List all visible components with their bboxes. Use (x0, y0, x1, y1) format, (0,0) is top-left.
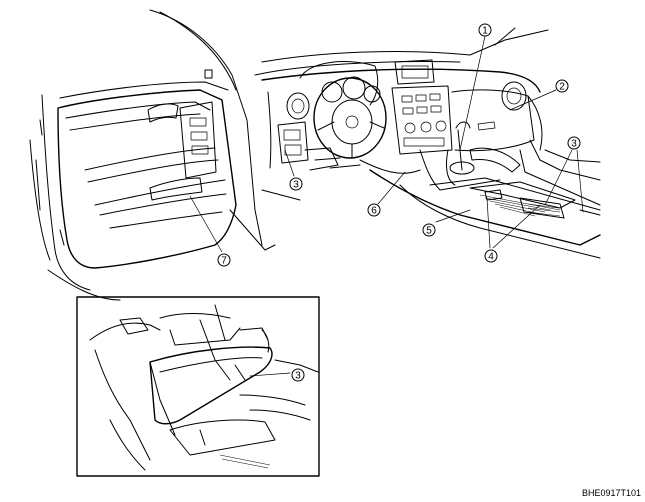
callout-4: 4 (484, 249, 498, 263)
svg-text:3: 3 (571, 139, 577, 150)
svg-text:6: 6 (371, 206, 377, 217)
figure-code: BHE0917T101 (582, 488, 641, 498)
svg-text:5: 5 (426, 226, 432, 237)
callout-3-armrest: 3 (291, 368, 305, 382)
callout-3-knee-panel: 3 (289, 177, 303, 191)
door-panel-drawing (29, 9, 276, 301)
svg-text:1: 1 (482, 26, 488, 37)
callout-7: 7 (217, 253, 231, 267)
svg-text:3: 3 (293, 180, 299, 191)
svg-text:2: 2 (559, 82, 565, 93)
svg-text:7: 7 (221, 256, 227, 267)
svg-text:3: 3 (295, 371, 301, 382)
callout-2: 2 (555, 79, 569, 93)
inset-frame (76, 296, 320, 477)
leader-lines (189, 35, 584, 377)
callout-1: 1 (478, 23, 492, 37)
inset-drawing (76, 296, 320, 477)
callout-3-console: 3 (567, 136, 581, 150)
svg-text:4: 4 (488, 252, 494, 263)
dashboard-drawing (254, 27, 601, 259)
callout-5: 5 (422, 223, 436, 237)
callout-6: 6 (367, 203, 381, 217)
